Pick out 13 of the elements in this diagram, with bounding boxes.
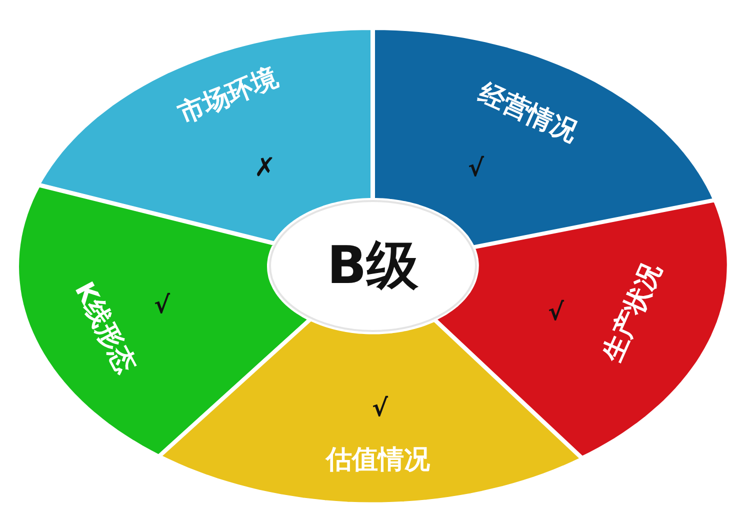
segment-label: 估值情况 — [326, 444, 430, 478]
segment-label: 生产状况 — [596, 258, 668, 368]
segment-label: 经营情况 — [473, 76, 582, 150]
ring-segment — [158, 318, 582, 504]
check-mark: √ — [468, 154, 484, 182]
segment-label: K线形态 — [67, 276, 142, 380]
center-label: B级 — [327, 235, 419, 298]
center-ellipse — [269, 200, 477, 332]
segment-label: 市场环境 — [173, 61, 283, 131]
check-mark: √ — [548, 298, 564, 326]
check-mark: ✗ — [254, 153, 276, 183]
check-mark: √ — [154, 290, 170, 319]
check-mark: √ — [372, 394, 388, 422]
